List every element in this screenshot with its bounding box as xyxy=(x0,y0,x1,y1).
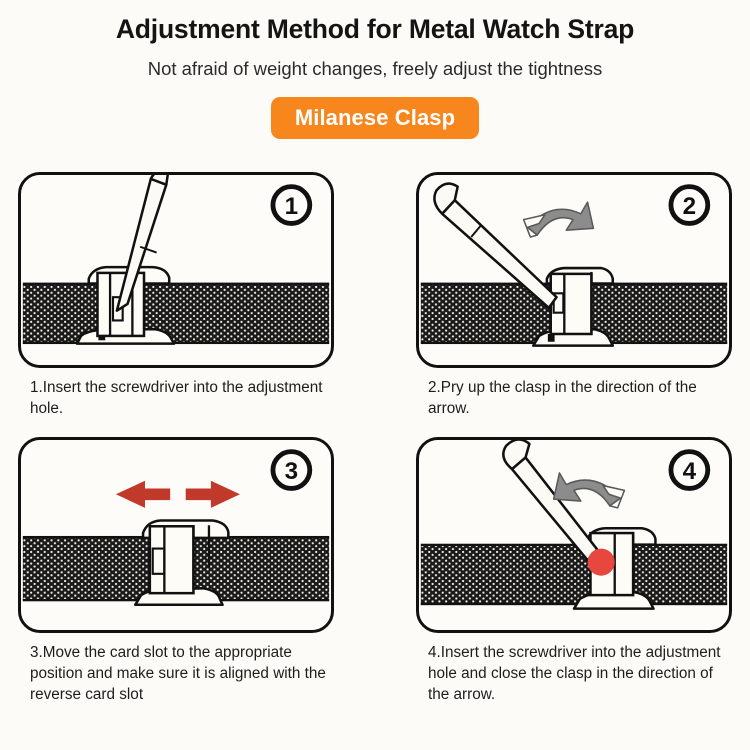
step-2: 2 2.Pry up the clasp in the direction of… xyxy=(416,172,732,419)
header: Adjustment Method for Metal Watch Strap … xyxy=(0,0,750,140)
page-subtitle: Not afraid of weight changes, freely adj… xyxy=(147,57,603,79)
step-3: 3 3.Move the card slot to the appropriat… xyxy=(18,437,334,705)
step-1: 1 1.Insert the screwdriver into the adju… xyxy=(18,172,334,419)
step-4-caption: 4.Insert the screwdriver into the adjust… xyxy=(428,644,721,704)
step-4-illustration: 4 xyxy=(420,440,728,631)
step-3-caption: 3.Move the card slot to the appropriate … xyxy=(30,644,326,704)
step-2-caption: 2.Pry up the clasp in the direction of t… xyxy=(428,379,697,418)
step-2-panel: 2 xyxy=(416,172,732,368)
red-direction-arrows xyxy=(115,480,240,509)
red-highlight-dot xyxy=(587,548,615,576)
step-2-number: 2 xyxy=(683,193,696,220)
step-1-number: 1 xyxy=(285,193,298,220)
step-4-panel: 4 xyxy=(416,437,732,634)
step-3-illustration: 3 xyxy=(22,440,330,631)
badge-row: Milanese Clasp xyxy=(0,96,750,140)
page-title: Adjustment Method for Metal Watch Strap xyxy=(115,14,635,44)
step-1-illustration: 1 xyxy=(22,175,330,365)
gray-rotation-arrow-left xyxy=(522,201,595,238)
step-2-illustration: 2 xyxy=(420,175,728,365)
steps-row-bottom: 3 3.Move the card slot to the appropriat… xyxy=(0,437,750,705)
red-arrow-left xyxy=(115,480,171,509)
product-type-badge: Milanese Clasp xyxy=(270,96,480,140)
steps-row-top: 1 1.Insert the screwdriver into the adju… xyxy=(0,172,750,419)
gray-rotation-arrow-right xyxy=(552,472,626,509)
red-arrow-right xyxy=(185,480,240,509)
steps-grid: 1 1.Insert the screwdriver into the adju… xyxy=(0,172,750,706)
step-1-panel: 1 xyxy=(18,172,334,368)
step-1-caption: 1.Insert the screwdriver into the adjust… xyxy=(30,379,323,418)
step-4-number: 4 xyxy=(683,458,697,485)
step-3-panel: 3 xyxy=(18,437,334,634)
step-3-number: 3 xyxy=(285,458,298,485)
step-4: 4 4.Insert the screwdriver into the adju… xyxy=(416,437,732,705)
